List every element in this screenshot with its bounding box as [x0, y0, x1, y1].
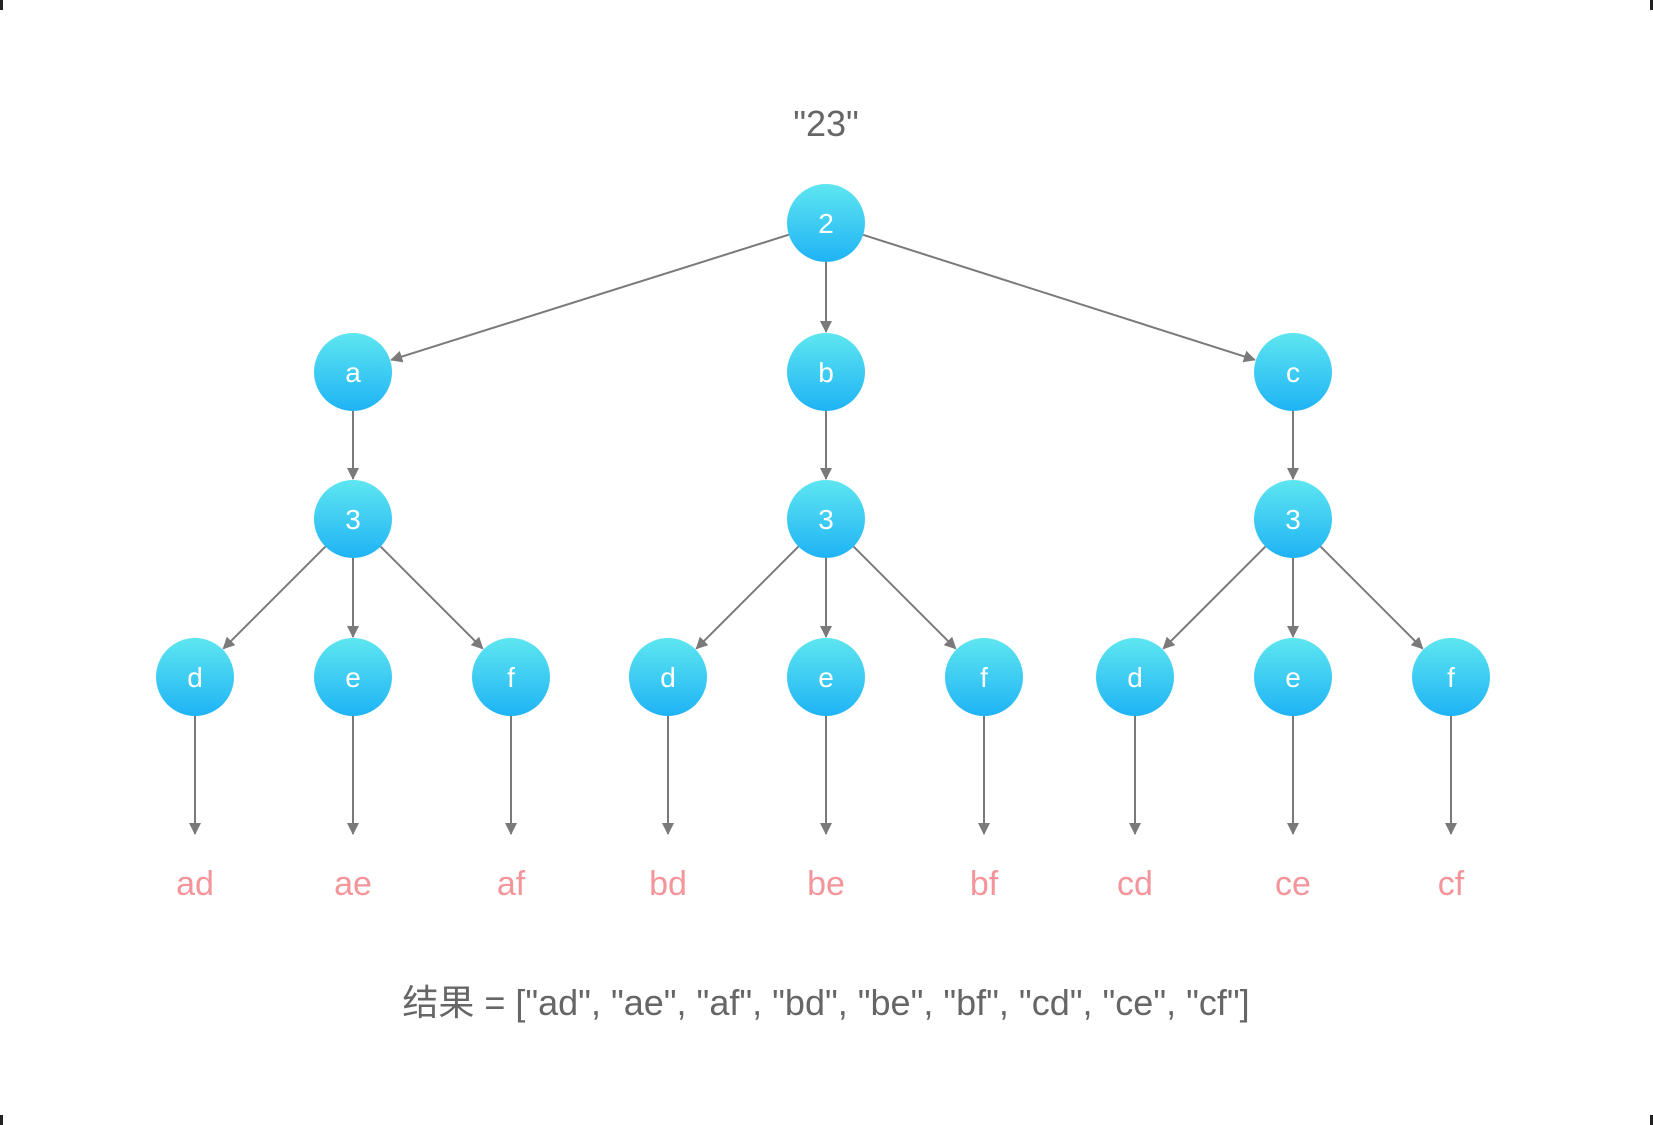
branch-node-a: a — [314, 333, 392, 411]
letter-node-c-f-circle — [1412, 638, 1490, 716]
result-ae: ae — [334, 865, 372, 903]
letter-node-a-f-circle — [472, 638, 550, 716]
letter-node-a-f-label: f — [507, 662, 515, 693]
edge-root-to-a — [390, 233, 790, 363]
result-cd: cd — [1117, 865, 1153, 903]
edge-digit-a-to-f — [379, 545, 484, 650]
branch-node-c-label: c — [1286, 357, 1300, 388]
letter-node-b-e-circle — [787, 638, 865, 716]
digit-node-b: 3 — [787, 480, 865, 558]
corner-mark-bottom-left — [0, 1115, 3, 1125]
digit-node-c-circle — [1254, 480, 1332, 558]
digit-node-b-label: 3 — [818, 504, 834, 535]
result-ad: ad — [176, 865, 214, 903]
input-title: "23" — [793, 103, 859, 144]
letter-node-c-f: f — [1412, 638, 1490, 716]
letter-node-b-e: e — [787, 638, 865, 716]
letter-node-c-f-label: f — [1447, 662, 1455, 693]
result-bf: bf — [970, 865, 999, 903]
branch-node-a-circle — [314, 333, 392, 411]
tree-edges — [189, 233, 1457, 835]
corner-mark-bottom-right — [1650, 1115, 1653, 1125]
result-ce: ce — [1275, 865, 1311, 903]
corner-mark-top-left — [0, 0, 3, 10]
root-node: 2 — [787, 184, 865, 262]
root-node-label: 2 — [818, 208, 834, 239]
edge-digit-a-to-d — [222, 545, 327, 650]
result-bd: bd — [649, 865, 687, 903]
letter-node-c-e: e — [1254, 638, 1332, 716]
root-node-circle — [787, 184, 865, 262]
letter-node-b-f-label: f — [980, 662, 988, 693]
letter-node-a-d-label: d — [187, 662, 203, 693]
edge-digit-b-to-d — [695, 545, 800, 650]
digit-node-c-label: 3 — [1285, 504, 1301, 535]
letter-node-b-d-label: d — [660, 662, 676, 693]
result-summary: 结果 = ["ad", "ae", "af", "bd", "be", "bf"… — [402, 982, 1249, 1023]
combination-results: ad ae af bd be bf cd ce cf — [176, 865, 1465, 903]
result-be: be — [807, 865, 845, 903]
digit-node-a-circle — [314, 480, 392, 558]
letter-node-b-f: f — [945, 638, 1023, 716]
letter-node-a-f: f — [472, 638, 550, 716]
edge-root-to-c — [862, 233, 1256, 363]
digit-node-a: 3 — [314, 480, 392, 558]
letter-node-a-e: e — [314, 638, 392, 716]
letter-node-a-d: d — [156, 638, 234, 716]
letter-node-c-e-label: e — [1285, 662, 1301, 693]
result-cf: cf — [1438, 865, 1465, 903]
digit-node-a-label: 3 — [345, 504, 361, 535]
edge-digit-c-to-f — [1319, 545, 1424, 650]
letter-node-c-d-circle — [1096, 638, 1174, 716]
result-af: af — [497, 865, 526, 903]
letter-node-c-e-circle — [1254, 638, 1332, 716]
letter-node-b-d-circle — [629, 638, 707, 716]
letter-node-b-f-circle — [945, 638, 1023, 716]
letter-node-c-d-label: d — [1127, 662, 1143, 693]
digit-node-c: 3 — [1254, 480, 1332, 558]
branch-node-c: c — [1254, 333, 1332, 411]
letter-node-a-d-circle — [156, 638, 234, 716]
digit-node-b-circle — [787, 480, 865, 558]
branch-node-b: b — [787, 333, 865, 411]
branch-node-a-label: a — [345, 357, 361, 388]
letter-node-a-e-label: e — [345, 662, 361, 693]
branch-node-b-label: b — [818, 357, 834, 388]
letter-node-b-d: d — [629, 638, 707, 716]
edge-digit-c-to-d — [1162, 545, 1267, 650]
letter-node-b-e-label: e — [818, 662, 834, 693]
letter-node-c-d: d — [1096, 638, 1174, 716]
branch-node-b-circle — [787, 333, 865, 411]
edge-digit-b-to-f — [852, 545, 957, 650]
branch-node-c-circle — [1254, 333, 1332, 411]
letter-node-a-e-circle — [314, 638, 392, 716]
tree-nodes: 2 a 3 d e f b 3 d e f c 3 d e f — [156, 184, 1490, 716]
corner-mark-top-right — [1650, 0, 1653, 10]
